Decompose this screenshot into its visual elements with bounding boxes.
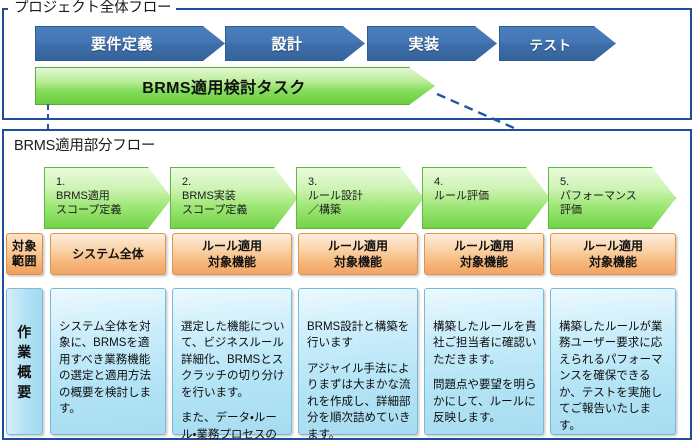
scope-cell: システム全体	[50, 233, 166, 275]
description-paragraph-1: 構築したルールが業務ユーザー要求に応えられるパフォーマンスを確保できるか、テスト…	[559, 320, 663, 432]
step-label: パフォーマンス 評価	[560, 190, 637, 216]
phase-chevron-requirements[interactable]: 要件定義	[35, 26, 225, 61]
phase-label: 要件定義	[90, 36, 153, 53]
step-chevron-1[interactable]: 1. BRMS適用 スコープ定義	[44, 167, 172, 229]
step-chevron-5[interactable]: 5. パフォーマンス 評価	[548, 167, 676, 229]
step-label: ルール評価	[434, 190, 489, 202]
step-chevron-2[interactable]: 2. BRMS実装 スコープ定義	[170, 167, 298, 229]
description-cell: 構築したルールを貴社ご担当者に確認いただきます。 問題点や要望を明らかにして、ル…	[424, 288, 544, 435]
step-label: ルール設計 ／構築	[308, 190, 363, 216]
description-paragraph-2: アジャイル手法によりまずは大まかな流れを作成し、詳細部分を順次詰めていきます。	[307, 362, 411, 441]
description-cell: 構築したルールが業務ユーザー要求に応えられるパフォーマンスを確保できるか、テスト…	[550, 288, 676, 435]
step-chevron-4[interactable]: 4. ルール評価	[422, 167, 550, 229]
description-cell: システム全体を対象に、BRMSを適用すべき業務機能の選定と適用方法の概要を検討し…	[50, 288, 166, 435]
step-number: 1.	[56, 176, 66, 188]
brms-partial-flow-title: BRMS適用部分フロー	[8, 138, 161, 154]
description-paragraph-2: また、データ・ルール・業務プロセスの実装範囲を明確にします。	[181, 412, 277, 441]
scope-cell: ルール適用 対象機能	[298, 233, 418, 275]
description-paragraph-1: BRMS設計と構築を行います	[307, 320, 410, 350]
step-number: 3.	[308, 176, 318, 188]
description-cell: BRMS設計と構築を行います アジャイル手法によりまずは大まかな流れを作成し、詳…	[298, 288, 418, 441]
step-chevron-3[interactable]: 3. ルール設計 ／構築	[296, 167, 424, 229]
description-paragraph-2: 問題点や要望を明らかにして、ルールに反映します。	[433, 379, 537, 424]
scope-cell: ルール適用 対象機能	[172, 233, 292, 275]
brms-task-bar[interactable]: BRMS適用検討タスク	[35, 67, 435, 105]
phase-chevron-test[interactable]: テスト	[499, 26, 616, 61]
description-cell: 選定した機能について、ビジネスルール詳細化、BRMSとスクラッチの切り分けを行い…	[172, 288, 292, 441]
phase-label: テスト	[529, 37, 572, 53]
step-label: BRMS実装 スコープ定義	[182, 190, 248, 216]
description-paragraph-1: 選定した機能について、ビジネスルール詳細化、BRMSとスクラッチの切り分けを行い…	[181, 320, 285, 399]
step-label: BRMS適用 スコープ定義	[56, 190, 122, 216]
phase-label: 実装	[408, 36, 440, 53]
scope-cell: ルール適用 対象機能	[550, 233, 676, 275]
step-number: 2.	[182, 176, 192, 188]
phase-chevron-implementation[interactable]: 実装	[367, 26, 497, 61]
description-paragraph-1: システム全体を対象に、BRMSを適用すべき業務機能の選定と適用方法の概要を検討し…	[59, 320, 151, 416]
description-paragraph-1: 構築したルールを貴社ご担当者に確認いただきます。	[433, 320, 537, 366]
row-label-scope: 対象 範囲	[6, 233, 43, 275]
brms-task-label: BRMS適用検討タスク	[142, 80, 306, 97]
project-overall-flow-title: プロジェクト全体フロー	[8, 0, 177, 16]
step-number: 4.	[434, 176, 444, 188]
scope-cell: ルール適用 対象機能	[424, 233, 544, 275]
phase-label: 設計	[271, 36, 303, 53]
row-label-work-summary: 作 業 概 要	[6, 288, 43, 435]
step-number: 5.	[560, 176, 570, 188]
phase-chevron-design[interactable]: 設計	[225, 26, 365, 61]
